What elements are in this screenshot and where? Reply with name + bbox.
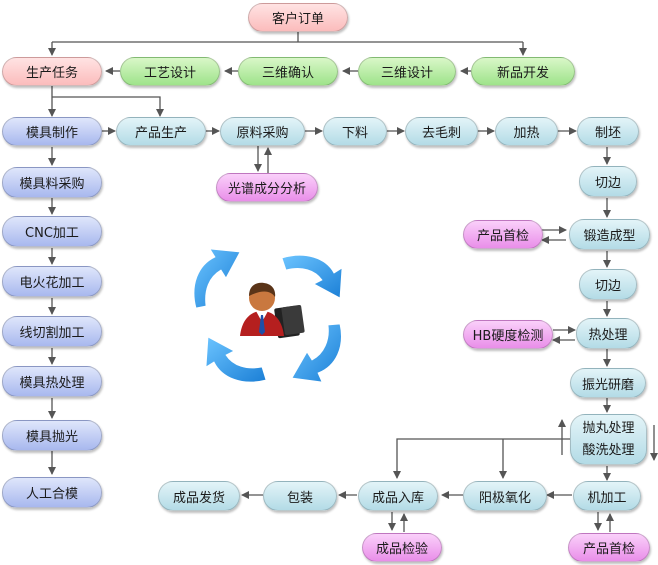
node-spectral-analysis: 光谱成分分析 bbox=[216, 173, 318, 202]
node-packing: 包装 bbox=[263, 481, 337, 511]
node-edm: 电火花加工 bbox=[2, 266, 102, 297]
node-mold-making: 模具制作 bbox=[2, 117, 102, 146]
node-process-design: 工艺设计 bbox=[120, 57, 220, 86]
node-mold-polish: 模具抛光 bbox=[2, 420, 102, 451]
node-vibration-polish: 振光研磨 bbox=[570, 368, 646, 398]
node-anodize: 阳极氧化 bbox=[463, 481, 547, 511]
node-first-inspect-2: 产品首检 bbox=[568, 533, 650, 562]
node-raw-purchase: 原料采购 bbox=[220, 117, 305, 146]
node-mold-material-purchase: 模具料采购 bbox=[2, 167, 102, 198]
node-cnc: CNC加工 bbox=[2, 216, 102, 247]
node-wire-cut: 线切割加工 bbox=[2, 316, 102, 347]
node-hb-test: HB硬度检测 bbox=[463, 320, 553, 349]
node-cutting: 下料 bbox=[323, 117, 387, 146]
node-product-production: 产品生产 bbox=[116, 117, 206, 146]
node-manual-assembly: 人工合模 bbox=[2, 477, 102, 508]
person-with-document-icon bbox=[240, 282, 305, 339]
node-final-inspect: 成品检验 bbox=[362, 533, 442, 562]
node-first-inspect-1: 产品首检 bbox=[463, 220, 543, 249]
node-billet: 制坯 bbox=[577, 117, 639, 146]
node-heat-treat: 热处理 bbox=[576, 318, 640, 349]
node-design-3d: 三维设计 bbox=[358, 57, 456, 86]
node-machining: 机加工 bbox=[573, 481, 641, 511]
node-deburr: 去毛刺 bbox=[405, 117, 478, 146]
node-customer-order: 客户订单 bbox=[248, 3, 348, 32]
node-heating: 加热 bbox=[495, 117, 558, 146]
node-production-task: 生产任务 bbox=[2, 57, 102, 86]
node-shot-blast-pickling: 抛丸处理 酸洗处理 bbox=[570, 414, 647, 465]
node-warehousing: 成品入库 bbox=[358, 481, 438, 511]
label-pickling: 酸洗处理 bbox=[582, 442, 635, 458]
node-trim-2: 切边 bbox=[579, 269, 637, 300]
node-forging: 锻造成型 bbox=[569, 219, 650, 250]
node-new-product: 新品开发 bbox=[471, 57, 575, 86]
node-confirm-3d: 三维确认 bbox=[238, 57, 338, 86]
label-shot-blast: 抛丸处理 bbox=[582, 420, 635, 436]
node-shipping: 成品发货 bbox=[158, 481, 240, 511]
node-trim-1: 切边 bbox=[579, 166, 637, 197]
node-mold-heat-treat: 模具热处理 bbox=[2, 366, 102, 397]
